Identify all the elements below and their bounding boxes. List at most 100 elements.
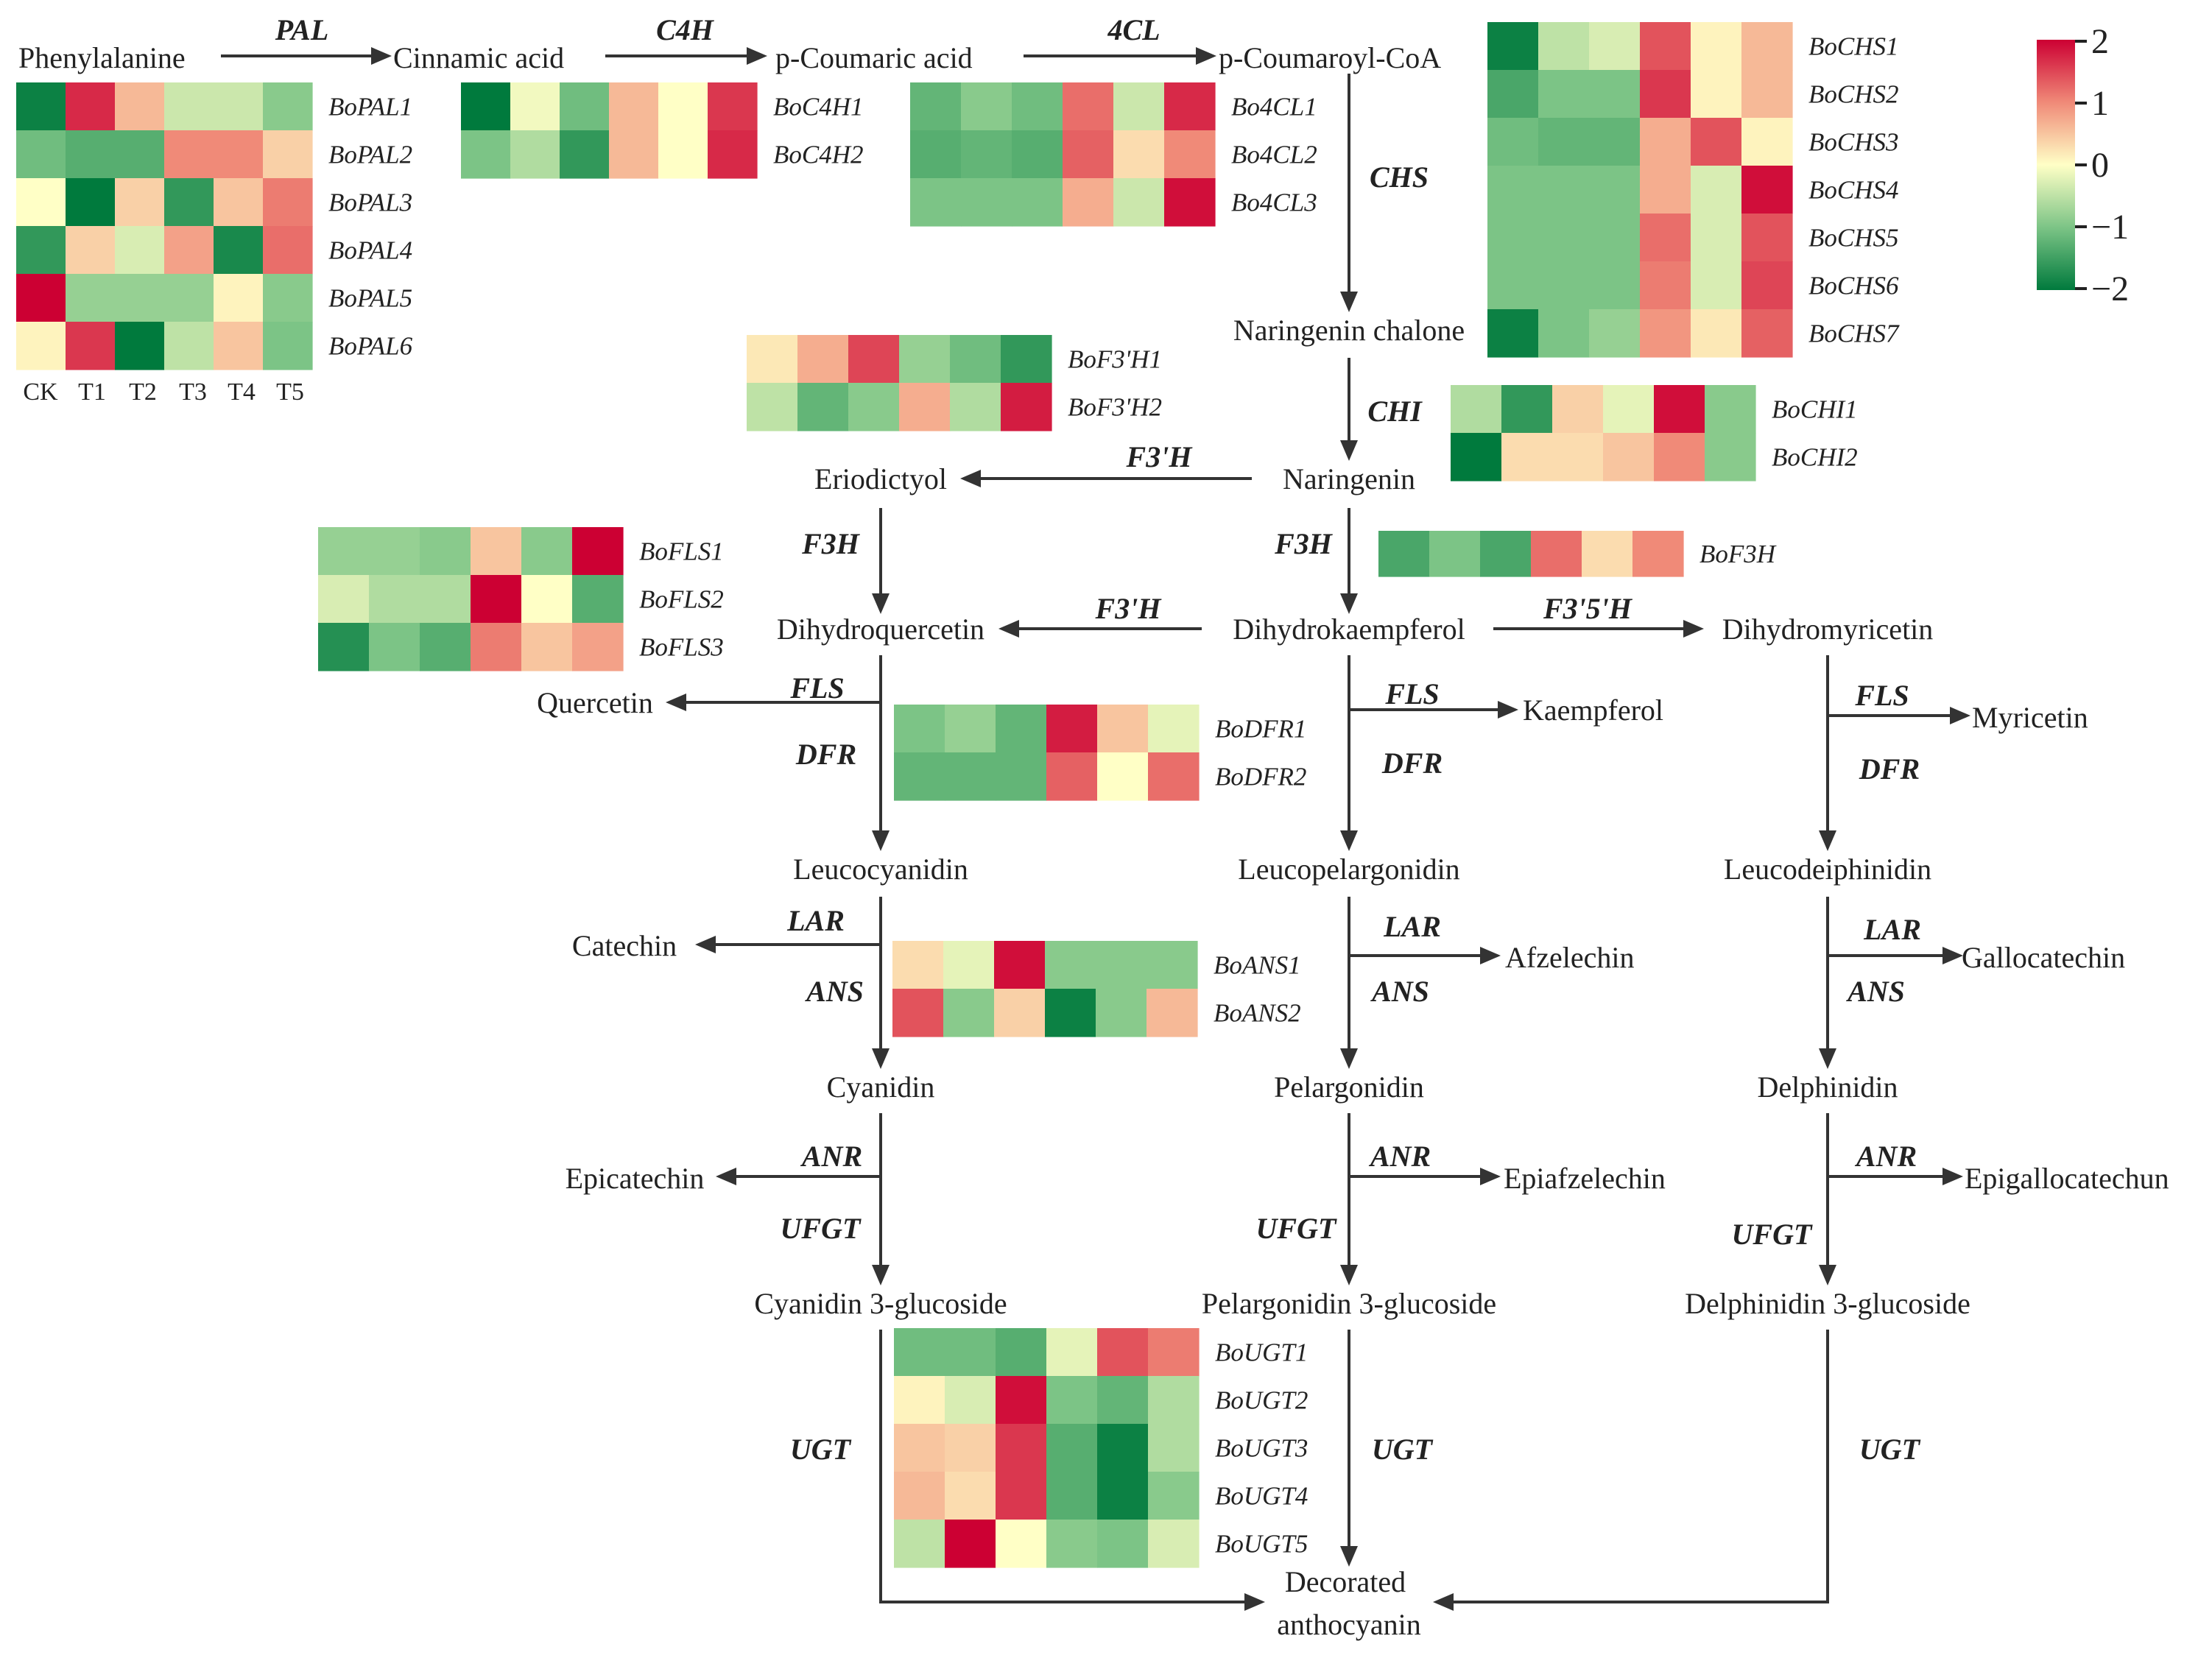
heatmap-cell-ans-r0-c0 (892, 941, 944, 989)
heatmap-cell-ans-r0-c5 (1146, 941, 1198, 989)
gene-label-pal-1: BoPAL2 (328, 141, 412, 169)
heatmap-cell-f3h-r0-c3 (1531, 531, 1582, 577)
heatmap-cell-f3h-r0-c0 (1378, 531, 1430, 577)
arrowhead-dhq-que (666, 694, 686, 711)
heatmap-cell-chs-r6-c1 (1538, 309, 1590, 358)
heatmap-cell-chs-r4-c3 (1640, 214, 1691, 262)
scale-tick-label-neg2: −2 (2091, 269, 2129, 308)
heatmap-cell-ans-r1-c4 (1096, 989, 1147, 1037)
heatmap-cell-pal-r3-c4 (214, 226, 264, 275)
heatmap-cell-ans-r0-c2 (994, 941, 1046, 989)
heatmap-cell-fls-r2-c3 (471, 623, 522, 671)
heatmap-cell-cl4-r1-c2 (1012, 130, 1063, 179)
compound-pelargonidin: Pelargonidin (1274, 1070, 1424, 1104)
heatmap-cell-cl4-r1-c1 (961, 130, 1012, 179)
heatmap-cell-pal-r1-c0 (16, 130, 66, 179)
heatmap-cell-pal-r0-c1 (66, 82, 116, 131)
arrowhead-d3g-dec (1433, 1593, 1454, 1611)
heatmap-cell-ans-r1-c2 (994, 989, 1046, 1037)
heatmap-cell-fls-r1-c4 (521, 575, 573, 624)
heatmap-cell-chi-r0-c4 (1654, 385, 1705, 434)
compound-kaempferol: Kaempferol (1523, 694, 1663, 727)
enzyme-fls-right: FLS (1854, 679, 1909, 712)
arrowhead-lde-del (1819, 1048, 1836, 1069)
heatmaps: BoPAL1BoPAL2BoPAL3BoPAL4BoPAL5BoPAL6BoC4… (16, 22, 1900, 1568)
heatmap-cell-pal-r5-c1 (66, 322, 116, 370)
heatmap-cell-chi-r0-c1 (1501, 385, 1553, 434)
arrowhead-dhm-myr (1950, 707, 1970, 724)
heatmap-cell-chs-r5-c2 (1589, 261, 1641, 310)
heatmap-cell-cl4-r1-c0 (910, 130, 962, 179)
gene-label-chs-4: BoCHS5 (1808, 224, 1899, 253)
arrowhead-cya-c3g (872, 1265, 890, 1285)
arrowhead-cin-pcou (747, 47, 767, 65)
sample-label-t1: T1 (78, 378, 106, 406)
heatmap-cell-ugt-r0-c3 (1046, 1328, 1098, 1377)
heatmap-cell-ugt-r2-c3 (1046, 1424, 1098, 1472)
heatmap-cell-pal-r3-c2 (115, 226, 165, 275)
compound-delphinidin-3-glucoside: Delphinidin 3-glucoside (1685, 1287, 1970, 1320)
sample-label-t3: T3 (179, 378, 207, 406)
heatmap-cell-chs-r1-c3 (1640, 70, 1691, 119)
heatmap-cell-chs-r0-c0 (1487, 22, 1539, 71)
compound-eriodictyol: Eriodictyol (814, 462, 947, 495)
compound-afzelechin: Afzelechin (1505, 941, 1634, 974)
heatmap-cell-chs-r3-c4 (1691, 166, 1742, 214)
heatmap-cell-c4h-r0-c4 (658, 82, 708, 131)
heatmap-cell-cl4-r0-c4 (1113, 82, 1165, 131)
heatmap-cell-chs-r1-c5 (1741, 70, 1793, 119)
gene-label-c4h-0: BoC4H1 (773, 93, 864, 121)
heatmap-cell-ugt-r4-c4 (1097, 1520, 1149, 1568)
heatmap-cell-chs-r1-c0 (1487, 70, 1539, 119)
heatmap-cell-cl4-r2-c2 (1012, 178, 1063, 227)
arrowhead-pel-p3g (1340, 1265, 1358, 1285)
heatmap-cell-chi-r1-c4 (1654, 433, 1705, 481)
heatmap-cell-ugt-r1-c4 (1097, 1376, 1149, 1425)
heatmap-cell-fls-r0-c2 (420, 527, 471, 576)
heatmap-cell-pal-r0-c0 (16, 82, 66, 131)
compound-naringenin: Naringenin (1283, 462, 1415, 495)
heatmap-cell-c4h-r0-c1 (510, 82, 560, 131)
heatmap-cell-cl4-r0-c2 (1012, 82, 1063, 131)
arrowhead-phe-cin (371, 47, 392, 65)
heatmap-cell-chi-r1-c2 (1552, 433, 1604, 481)
heatmap-cell-f3ph-r0-c0 (747, 335, 798, 384)
gene-label-dfr-1: BoDFR2 (1215, 763, 1306, 791)
heatmap-cell-chs-r2-c1 (1538, 118, 1590, 166)
gene-label-ugt-0: BoUGT1 (1215, 1338, 1308, 1367)
enzyme-lar-middle: LAR (1383, 910, 1441, 943)
gene-label-pal-2: BoPAL3 (328, 188, 412, 217)
heatmap-cell-ugt-r0-c5 (1148, 1328, 1200, 1377)
arrowhead-dhq-lcy (872, 830, 890, 851)
compound-p-coumaric-acid: p-Coumaric acid (775, 41, 973, 74)
heatmap-cell-chi-r1-c1 (1501, 433, 1553, 481)
heatmap-cell-pal-r1-c5 (263, 130, 313, 179)
compound-naringenin-chalone: Naringenin chalone (1233, 314, 1465, 347)
enzyme-f3ph-dihydrokaempferol: F3'H (1095, 592, 1163, 625)
heatmap-cell-ans-r0-c3 (1045, 941, 1096, 989)
arrowhead-lpe-afz (1480, 947, 1501, 964)
heatmap-cell-dfr-r1-c5 (1148, 752, 1200, 801)
arrowhead-narc-nar (1340, 440, 1358, 461)
enzyme-ans-right: ANS (1845, 975, 1905, 1008)
heatmap-cell-chs-r6-c5 (1741, 309, 1793, 358)
heatmap-cell-fls-r0-c0 (318, 527, 370, 576)
compound-p-coumaroyl-coa: p-Coumaroyl-CoA (1219, 41, 1441, 74)
compound-leucocyanidin: Leucocyanidin (793, 853, 968, 886)
compound-epicatechin: Epicatechin (566, 1162, 705, 1195)
gene-label-chi-0: BoCHI1 (1772, 395, 1858, 424)
heatmap-cell-ugt-r3-c4 (1097, 1472, 1149, 1520)
enzyme-ufgt-right: UFGT (1732, 1218, 1813, 1251)
gene-label-pal-4: BoPAL5 (328, 284, 412, 313)
heatmap-cell-chs-r5-c0 (1487, 261, 1539, 310)
heatmap-cell-ugt-r0-c0 (894, 1328, 945, 1377)
enzyme-fls-middle: FLS (1384, 677, 1439, 710)
gene-label-pal-5: BoPAL6 (328, 332, 413, 361)
heatmap-cell-chs-r6-c2 (1589, 309, 1641, 358)
heatmap-cell-chs-r1-c2 (1589, 70, 1641, 119)
heatmap-cell-ugt-r2-c4 (1097, 1424, 1149, 1472)
heatmap-cell-ugt-r2-c1 (945, 1424, 996, 1472)
enzyme-ans-left: ANS (804, 975, 864, 1008)
heatmap-cell-cl4-r0-c0 (910, 82, 962, 131)
